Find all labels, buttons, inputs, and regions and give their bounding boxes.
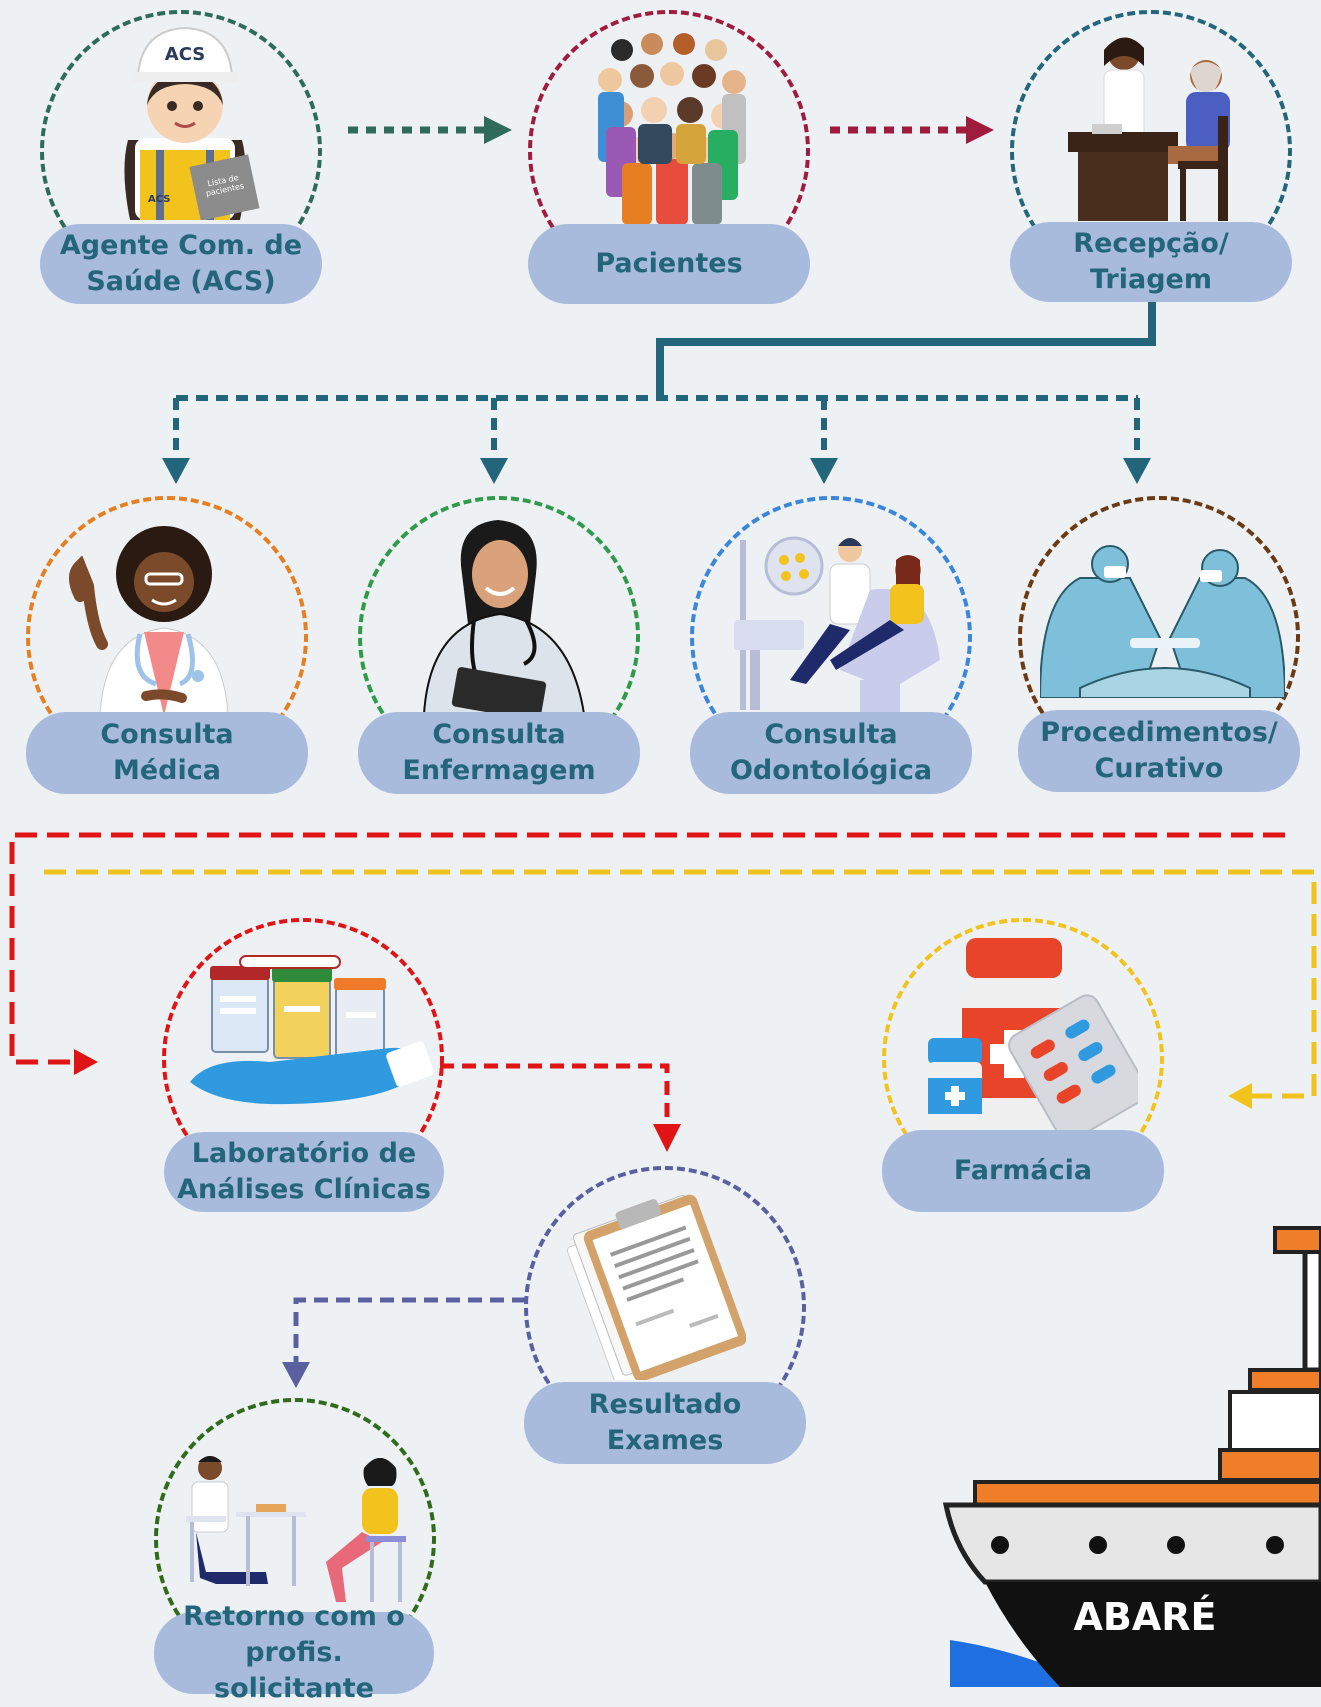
consulta-medica-label[interactable]: Consulta Médica bbox=[26, 712, 308, 794]
acs-label[interactable]: Agente Com. de Saúde (ACS) bbox=[40, 224, 322, 304]
resultado-label[interactable]: Resultado Exames bbox=[524, 1382, 806, 1464]
hospital-ship-icon bbox=[942, 1226, 1321, 1687]
dentist-icon bbox=[734, 536, 940, 715]
follow-up-consultation-icon bbox=[186, 1456, 406, 1602]
arrow-consultas-to-laboratorio bbox=[9, 832, 1285, 1075]
patients-crowd-icon bbox=[598, 33, 746, 225]
acs-badge-text: ACS bbox=[165, 44, 205, 65]
arrow-recepcao-to-consultas bbox=[162, 302, 1156, 484]
arrow-resultado-to-retorno bbox=[282, 1297, 526, 1388]
pharmacy-icon bbox=[928, 938, 1138, 1134]
reception-triage-icon bbox=[1068, 37, 1230, 221]
arrow-acs-to-pacientes bbox=[348, 116, 512, 144]
doctor-icon bbox=[69, 526, 229, 716]
ship-name-label: ABARÉ bbox=[1073, 1595, 1217, 1639]
acs-clipboard-text: Lista depacientes bbox=[203, 172, 245, 198]
acs-vest-text: ACS bbox=[148, 194, 170, 205]
recepcao-label[interactable]: Recepção/ Triagem bbox=[1010, 222, 1292, 302]
lab-samples-icon bbox=[190, 955, 434, 1105]
consulta-enfermagem-label[interactable]: Consulta Enfermagem bbox=[358, 712, 640, 794]
community-health-agent-icon: ACS ACS Lista depacientes bbox=[124, 26, 260, 220]
arrow-laboratorio-to-resultado bbox=[440, 1063, 681, 1152]
surgery-icon bbox=[1040, 545, 1285, 698]
procedimentos-label[interactable]: Procedimentos/ Curativo bbox=[1018, 710, 1300, 792]
farmacia-label[interactable]: Farmácia bbox=[882, 1130, 1164, 1212]
pacientes-label[interactable]: Pacientes bbox=[528, 224, 810, 304]
consulta-odontologica-label[interactable]: Consulta Odontológica bbox=[690, 712, 972, 794]
arrow-pacientes-to-recepcao bbox=[830, 116, 994, 144]
exam-results-icon bbox=[566, 1194, 746, 1380]
retorno-label[interactable]: Retorno com o profis. solicitante bbox=[154, 1601, 434, 1704]
nurse-icon bbox=[422, 520, 586, 714]
laboratorio-label[interactable]: Laboratório de Análises Clínicas bbox=[164, 1132, 444, 1212]
arrow-consultas-to-farmacia bbox=[44, 869, 1317, 1109]
